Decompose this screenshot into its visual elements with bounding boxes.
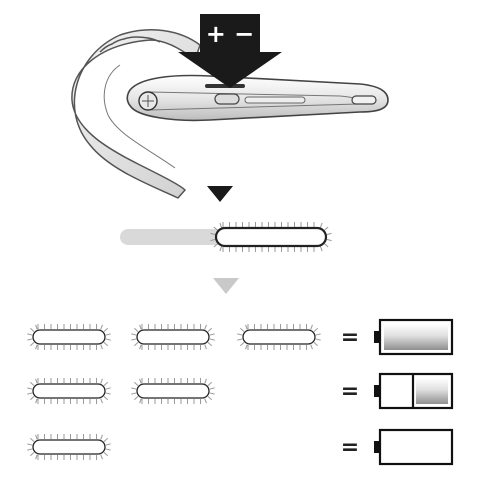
light-triangle-icon	[213, 278, 239, 294]
battery-legend: = = =	[27, 320, 452, 464]
flash-led-icon	[131, 324, 214, 350]
lit-pill	[210, 222, 331, 252]
equals-sign: =	[341, 379, 359, 404]
flash-led-icon	[131, 378, 214, 404]
flash-led-icon	[27, 324, 110, 350]
battery-row: =	[27, 430, 452, 464]
battery-row: =	[27, 374, 452, 408]
flash-led-icon	[237, 324, 320, 350]
battery-row: =	[27, 320, 452, 354]
battery-icon	[374, 430, 452, 464]
battery-icon	[374, 374, 452, 408]
flash-led-icon	[27, 378, 110, 404]
equals-sign: =	[341, 325, 359, 350]
press-arrow-label: + −	[206, 20, 255, 48]
battery-fill	[416, 378, 448, 404]
battery-body	[380, 430, 452, 464]
battery-icon	[374, 320, 452, 354]
dark-triangle-icon	[207, 186, 233, 202]
grey-bar	[120, 229, 230, 245]
indicator-demo	[120, 222, 332, 252]
flashing-led-icon	[210, 222, 331, 252]
battery-fill	[384, 324, 448, 350]
equals-sign: =	[341, 435, 359, 460]
flash-led-icon	[27, 434, 110, 460]
